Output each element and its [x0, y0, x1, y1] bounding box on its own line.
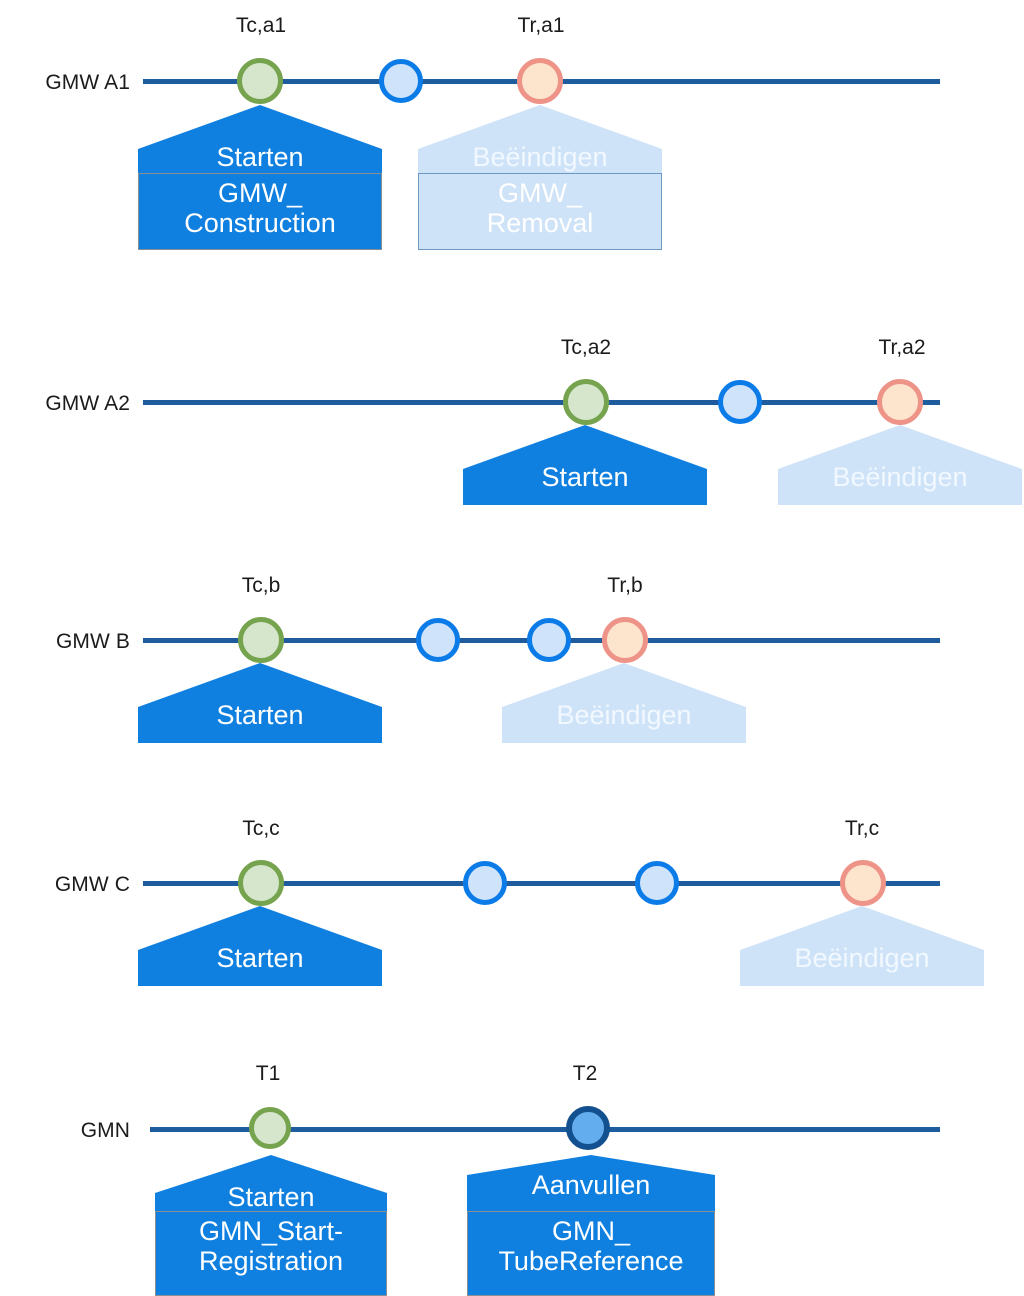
callout-doc-line-2: Registration [198, 1246, 344, 1277]
timeline-axis [150, 1127, 940, 1132]
callout-roof [467, 1155, 715, 1211]
tick-label-tc-a2: Tc,a2 [560, 336, 612, 359]
tick-label-tr-b: Tr,b [607, 574, 643, 597]
beeindigen-callout[interactable]: Beëindigen [778, 425, 1022, 505]
timeline-row-gmw-a2: GMW A2 Tc,a2 Tr,a2 Starten Beëindigen [0, 320, 1024, 550]
callout-roof [740, 906, 984, 986]
start-registration-event-marker[interactable] [249, 1107, 291, 1149]
intermediate-event-marker[interactable] [527, 618, 571, 662]
construction-event-marker[interactable] [237, 58, 283, 104]
callout-doc-line-1: GMW_ [498, 178, 582, 208]
tick-label-t1: T1 [255, 1062, 281, 1085]
starten-callout[interactable]: Starten [138, 906, 382, 986]
tick-label-t2: T2 [572, 1062, 598, 1085]
callout-doc-box: GMN_ TubeReference [467, 1211, 715, 1296]
callout-doc-box: GMW_ Construction [138, 173, 382, 250]
removal-event-marker[interactable] [877, 379, 923, 425]
callout-doc-line-2: Construction [184, 208, 336, 239]
callout-doc-line-1: GMN_ [551, 1216, 630, 1246]
row-label-gmn: GMN [80, 1119, 130, 1142]
timeline-row-gmw-c: GMW C Tc,c Tr,c Starten Beëindigen [0, 805, 1024, 1015]
timeline-row-gmw-a1: GMW A1 Tc,a1 Tr,a1 Starten GMW_ Construc… [0, 0, 1024, 270]
timeline-axis [143, 400, 940, 405]
callout-roof [502, 663, 746, 743]
intermediate-event-marker[interactable] [416, 618, 460, 662]
row-label-gmw-a1: GMW A1 [45, 71, 130, 94]
beeindigen-callout[interactable]: Beëindigen [740, 906, 984, 986]
removal-event-marker[interactable] [602, 617, 648, 663]
gmn-tubereference-callout[interactable]: Aanvullen ... GMN_ TubeReference [467, 1155, 715, 1296]
tick-label-tr-a2: Tr,a2 [878, 336, 926, 359]
callout-doc-box: GMW_ Removal [418, 173, 662, 250]
callout-roof [138, 906, 382, 986]
tick-label-tc-a1: Tc,a1 [235, 14, 287, 37]
construction-event-marker[interactable] [238, 617, 284, 663]
gmn-startregistration-callout[interactable]: Starten GMN_Start- Registration [155, 1155, 387, 1296]
tube-reference-event-marker[interactable] [566, 1106, 610, 1150]
row-label-gmw-b: GMW B [56, 630, 130, 653]
gmw-removal-callout[interactable]: Beëindigen GMW_ Removal [418, 105, 662, 250]
tick-label-tr-c: Tr,c [844, 817, 880, 840]
callout-doc-line-1: GMN_Start- [198, 1216, 344, 1246]
beeindigen-callout[interactable]: Beëindigen [502, 663, 746, 743]
callout-doc-line-1: GMW_ [218, 178, 302, 208]
callout-roof [155, 1155, 387, 1211]
construction-event-marker[interactable] [563, 379, 609, 425]
callout-doc-box: GMN_Start- Registration [155, 1211, 387, 1296]
callout-roof [778, 425, 1022, 505]
callout-roof [463, 425, 707, 505]
row-label-gmw-c: GMW C [54, 873, 130, 896]
intermediate-event-marker[interactable] [463, 861, 507, 905]
intermediate-event-marker[interactable] [379, 59, 423, 103]
callout-roof [418, 105, 662, 173]
tick-label-tc-b: Tc,b [241, 574, 281, 597]
gmw-construction-callout[interactable]: Starten GMW_ Construction [138, 105, 382, 250]
tick-label-tc-c: Tc,c [242, 817, 280, 840]
starten-callout[interactable]: Starten [463, 425, 707, 505]
intermediate-event-marker[interactable] [718, 380, 762, 424]
removal-event-marker[interactable] [840, 860, 886, 906]
row-label-gmw-a2: GMW A2 [45, 392, 130, 415]
tick-label-tr-a1: Tr,a1 [517, 14, 565, 37]
callout-doc-line-2: Removal [486, 208, 594, 239]
starten-callout[interactable]: Starten [138, 663, 382, 743]
intermediate-event-marker[interactable] [635, 861, 679, 905]
removal-event-marker[interactable] [517, 58, 563, 104]
callout-roof [138, 105, 382, 173]
callout-roof [138, 663, 382, 743]
timeline-row-gmw-b: GMW B Tc,b Tr,b Starten Beëindigen [0, 560, 1024, 770]
callout-doc-line-2: TubeReference [498, 1246, 684, 1277]
timeline-axis [143, 881, 940, 886]
construction-event-marker[interactable] [238, 860, 284, 906]
timeline-row-gmn: GMN T1 T2 Starten GMN_Start- Registratio… [0, 1035, 1024, 1296]
